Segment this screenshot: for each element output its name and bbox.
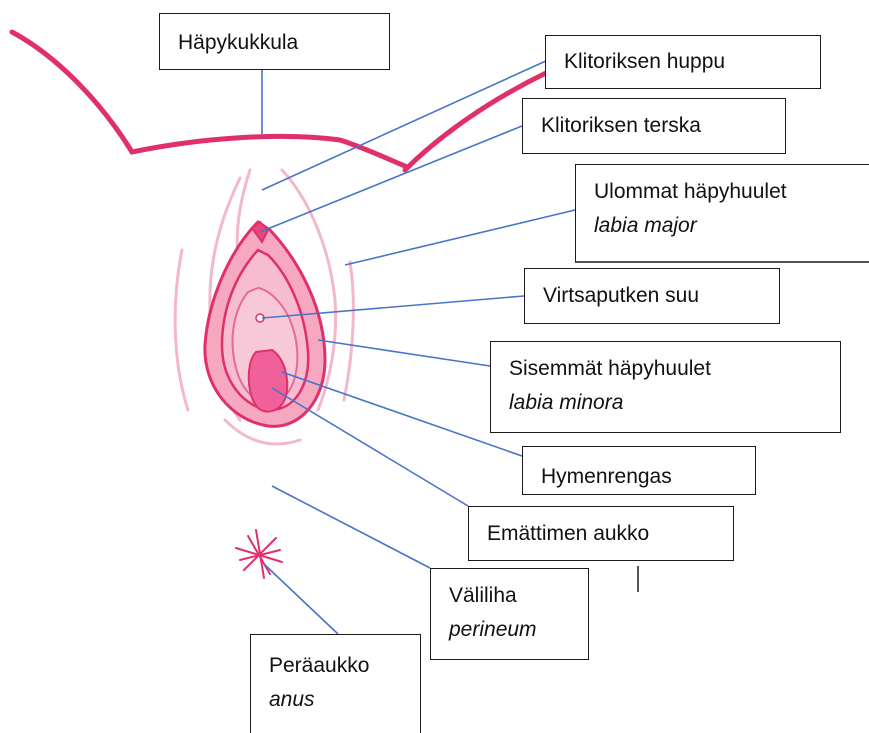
label-perineum: Väliliha perineum	[430, 568, 589, 660]
label-labia-minora-term: Sisemmät häpyhuulet	[509, 352, 840, 386]
label-labia-majora: Ulommat häpyhuulet labia major	[575, 164, 869, 262]
label-anus: Peräaukko anus	[250, 634, 421, 733]
label-perineum-term: Väliliha	[449, 579, 588, 613]
label-mons-pubis: Häpykukkula	[159, 13, 390, 70]
label-urethral-opening: Virtsaputken suu	[524, 268, 780, 324]
label-vaginal-opening: Emättimen aukko	[468, 506, 734, 561]
label-vaginal-opening-text: Emättimen aukko	[487, 507, 733, 561]
label-mons-pubis-text: Häpykukkula	[178, 14, 389, 70]
label-clitoral-hood-text: Klitoriksen huppu	[564, 36, 820, 88]
label-hymen-text: Hymenrengas	[541, 447, 755, 495]
label-hymen: Hymenrengas	[522, 446, 756, 495]
label-anus-latin: anus	[269, 683, 420, 717]
label-labia-majora-term: Ulommat häpyhuulet	[594, 175, 869, 209]
label-clitoral-hood: Klitoriksen huppu	[545, 35, 821, 89]
label-labia-minora: Sisemmät häpyhuulet labia minora	[490, 341, 841, 433]
label-clitoral-glans: Klitoriksen terska	[522, 98, 786, 154]
anus-mark	[236, 530, 282, 578]
label-clitoral-glans-text: Klitoriksen terska	[541, 99, 785, 153]
label-labia-minora-latin: labia minora	[509, 386, 840, 420]
label-labia-majora-latin: labia major	[594, 209, 869, 243]
label-perineum-latin: perineum	[449, 613, 588, 647]
label-anus-term: Peräaukko	[269, 649, 420, 683]
vaginal-opening-shape	[249, 350, 288, 412]
label-urethral-opening-text: Virtsaputken suu	[543, 269, 779, 323]
